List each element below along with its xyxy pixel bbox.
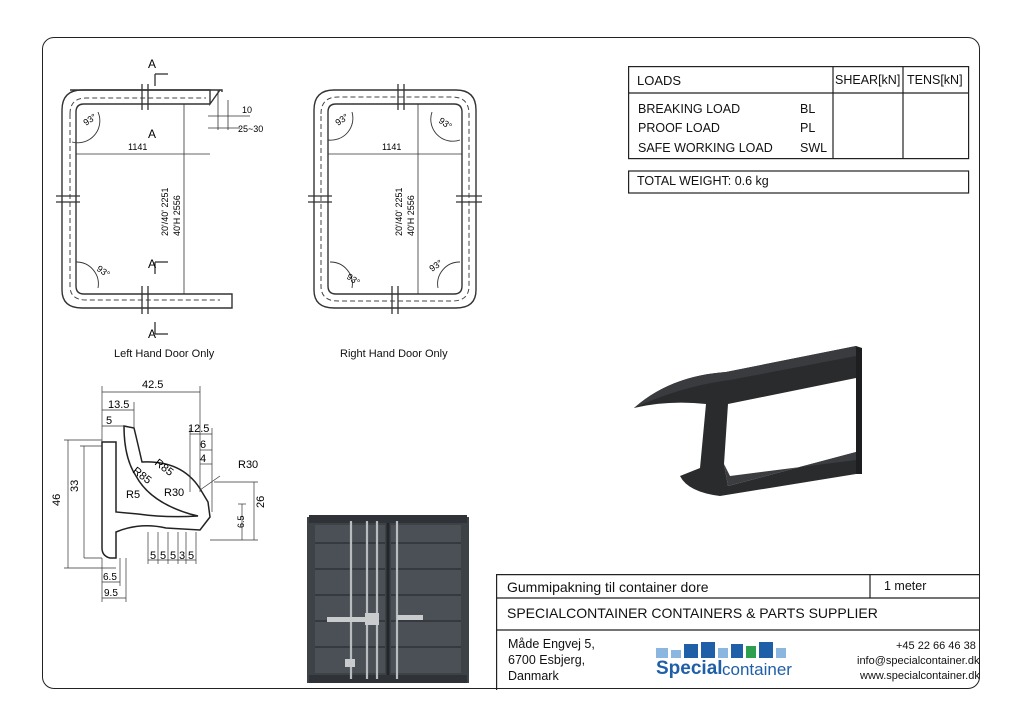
load-row-abbr: SWL xyxy=(800,141,828,155)
gasket-profile-drawing: 42.5 13.5 5 12.5 6 4 R30 R85 R85 R5 R30 … xyxy=(51,379,267,602)
address-line: Måde Engvej 5, xyxy=(508,637,595,651)
logo-word-container: container xyxy=(722,660,792,679)
dim-r85-right: R85 xyxy=(152,457,175,479)
dim-13-5: 13.5 xyxy=(108,399,129,411)
dim-segment: 3 xyxy=(179,550,185,562)
angle-label: 93° xyxy=(81,111,98,127)
right-door-frame-drawing: 93° 93° 93° 93° 1141 20'/40' 2251 40'H 2… xyxy=(308,84,482,314)
loads-header: LOADS xyxy=(637,73,682,88)
height-dimension-2: 40'H 2556 xyxy=(172,195,182,236)
load-row-abbr: BL xyxy=(800,102,816,116)
angle-label: 93° xyxy=(345,271,362,287)
dim-segment: 5 xyxy=(160,550,166,562)
section-mark-top: A xyxy=(148,57,156,71)
gap-dimension-1: 10 xyxy=(242,105,252,115)
angle-label: 93° xyxy=(437,115,454,131)
dim-33: 33 xyxy=(69,480,81,492)
loads-table-frame xyxy=(628,66,970,194)
load-row-name: BREAKING LOAD xyxy=(638,102,741,116)
dim-r5: R5 xyxy=(126,489,140,501)
load-row-name: SAFE WORKING LOAD xyxy=(638,141,773,155)
title-block-frame xyxy=(496,574,980,690)
section-mark-upper: A xyxy=(148,127,156,141)
dim-42-5: 42.5 xyxy=(142,379,163,391)
dim-26: 26 xyxy=(255,496,267,508)
right-frame-caption: Right Hand Door Only xyxy=(340,348,448,360)
product-quantity: 1 meter xyxy=(884,579,927,593)
section-mark-bottom: A xyxy=(148,327,156,341)
drawing-sheet xyxy=(42,37,980,689)
section-mark-lower: A xyxy=(148,257,156,271)
width-dimension: 1141 xyxy=(128,142,147,152)
address-line: 6700 Esbjerg, xyxy=(508,653,586,667)
dim-6: 6 xyxy=(200,439,206,451)
gap-dimension-2: 25~30 xyxy=(238,124,263,134)
shear-header: SHEAR[kN] xyxy=(835,73,901,87)
left-frame-caption: Left Hand Door Only xyxy=(114,348,215,360)
container-door-image xyxy=(307,515,469,683)
total-weight: TOTAL WEIGHT: 0.6 kg xyxy=(637,174,769,188)
dim-segment: 5 xyxy=(170,550,176,562)
angle-label: 93° xyxy=(333,111,350,127)
product-name: Gummipakning til container dore xyxy=(507,579,709,595)
dim-6-5-bottom: 6.5 xyxy=(103,572,117,583)
dim-9-5: 9.5 xyxy=(104,588,118,599)
dim-r85-left: R85 xyxy=(130,465,153,487)
left-door-frame-drawing: A A A A 93° 93° 1141 20'/40' 2251 40'H 2… xyxy=(56,57,263,341)
dim-6-5-right: 6.5 xyxy=(236,515,246,528)
dim-12-5: 12.5 xyxy=(188,423,209,435)
logo-word-special: Special xyxy=(656,658,723,679)
dim-46: 46 xyxy=(51,494,63,506)
load-row-name: PROOF LOAD xyxy=(638,121,720,135)
company-name: SPECIALCONTAINER CONTAINERS & PARTS SUPP… xyxy=(507,605,878,621)
height-dimension-1: 20'/40' 2251 xyxy=(160,188,170,236)
dim-segment: 5 xyxy=(188,550,194,562)
width-dimension: 1141 xyxy=(382,142,401,152)
height-dimension-1: 20'/40' 2251 xyxy=(394,188,404,236)
email-link[interactable]: info@specialcontainer.dk xyxy=(857,655,980,667)
company-logo-icon xyxy=(656,642,786,658)
dim-4: 4 xyxy=(200,453,206,465)
height-dimension-2: 40'H 2556 xyxy=(406,195,416,236)
gasket-3d-image xyxy=(634,346,862,496)
website-link[interactable]: www.specialcontainer.dk xyxy=(860,670,980,682)
load-row-abbr: PL xyxy=(800,121,816,135)
dim-5: 5 xyxy=(106,415,112,427)
dim-r30-top: R30 xyxy=(238,459,258,471)
dim-r30-lower: R30 xyxy=(164,487,184,499)
tens-header: TENS[kN] xyxy=(907,73,963,87)
address-line: Danmark xyxy=(508,669,559,683)
phone-number: +45 22 66 46 38 xyxy=(896,640,976,652)
dim-segment: 5 xyxy=(150,550,156,562)
